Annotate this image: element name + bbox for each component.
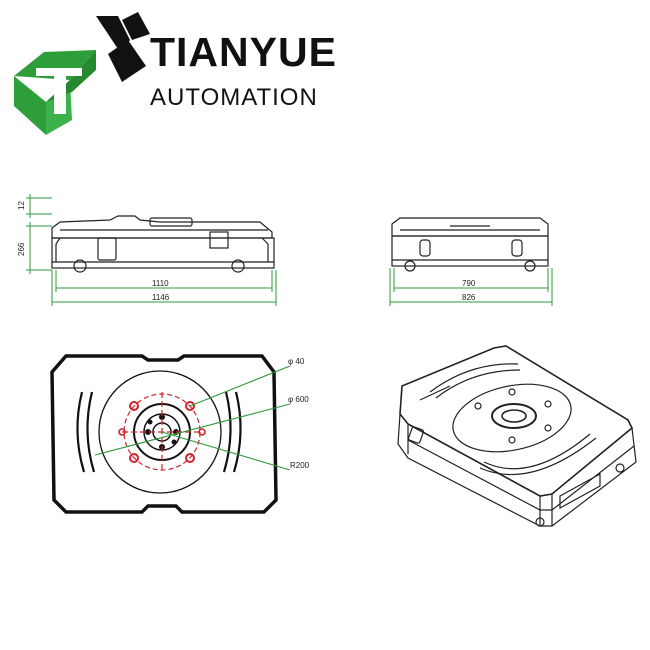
callout-circle-diameter: φ 600 [288,395,309,404]
brand-subtitle: AUTOMATION [150,84,318,111]
dim-side-top: 12 [17,201,26,210]
callout-radius: R200 [290,461,310,470]
dim-front-width-inner: 790 [462,279,476,288]
top-view-callouts [94,365,291,471]
top-view [50,354,278,514]
dim-side-height: 266 [17,242,26,256]
brand-name: TIANYUE [150,29,337,75]
dim-front-width-outer: 826 [462,293,476,302]
callout-hole-diameter: φ 40 [288,357,305,366]
front-view-dimensions [389,268,553,306]
side-view [51,215,275,273]
dim-side-length-outer: 1146 [152,293,170,302]
dim-side-length-inner: 1110 [152,279,169,288]
tianyue-logo-icon [14,12,150,135]
top-view-red-features [118,392,206,472]
front-view [391,217,549,272]
isometric-view [397,345,637,527]
side-view-dimensions [26,194,277,306]
